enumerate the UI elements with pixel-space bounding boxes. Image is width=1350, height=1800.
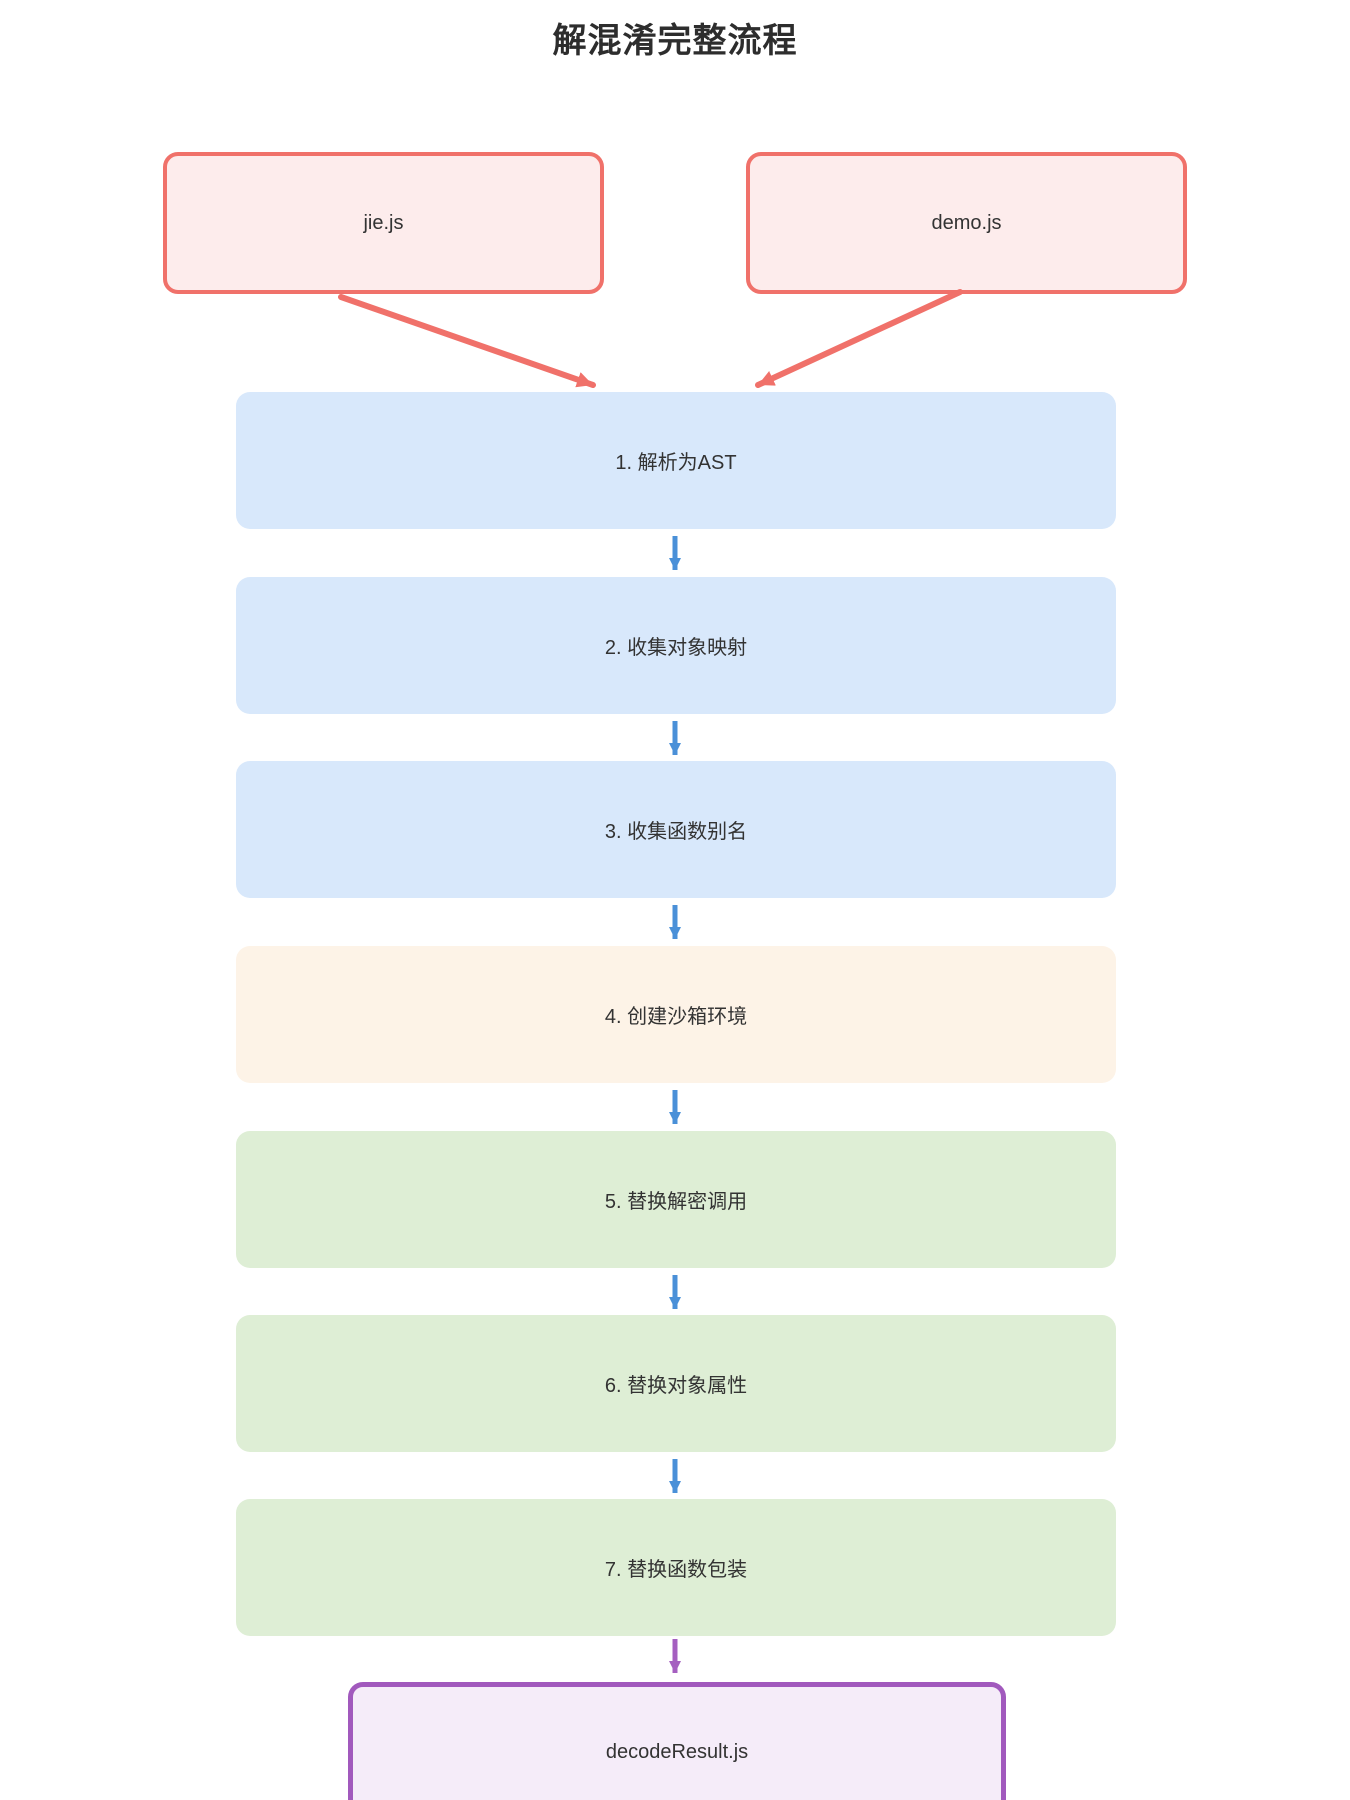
step-node-replace-decrypt: 5. 替换解密调用 [236,1131,1116,1268]
step-node-label: 2. 收集对象映射 [604,637,748,659]
step-node-replace-props: 6. 替换对象属性 [236,1315,1116,1452]
source-node-jiejs: jie.js [163,152,604,294]
step-node-collect-aliases: 3. 收集函数别名 [236,761,1116,898]
step-node-label: 7. 替换函数包装 [604,1559,748,1581]
step-node-replace-wrappers: 7. 替换函数包装 [236,1499,1116,1636]
step-node-parse-ast: 1. 解析为AST [236,392,1116,529]
step-node-label: 6. 替换对象属性 [604,1375,748,1397]
step-node-label: 4. 创建沙箱环境 [604,1006,748,1028]
output-node-label: decodeResult.js [605,1740,749,1763]
step-node-create-sandbox: 4. 创建沙箱环境 [236,946,1116,1083]
arrow-jiejs-to-step1 [338,294,596,388]
source-node-label: jie.js [363,211,404,234]
output-node-decoderesult: decodeResult.js [348,1682,1006,1800]
step-node-label: 1. 解析为AST [615,452,737,474]
page-title: 解混淆完整流程 [552,22,798,60]
source-node-demojs: demo.js [746,152,1187,294]
step-node-collect-objects: 2. 收集对象映射 [236,577,1116,714]
step-node-label: 5. 替换解密调用 [604,1191,748,1213]
source-node-label: demo.js [931,211,1002,234]
arrow-demojs-to-step1 [755,289,963,388]
step-node-label: 3. 收集函数别名 [604,821,748,843]
